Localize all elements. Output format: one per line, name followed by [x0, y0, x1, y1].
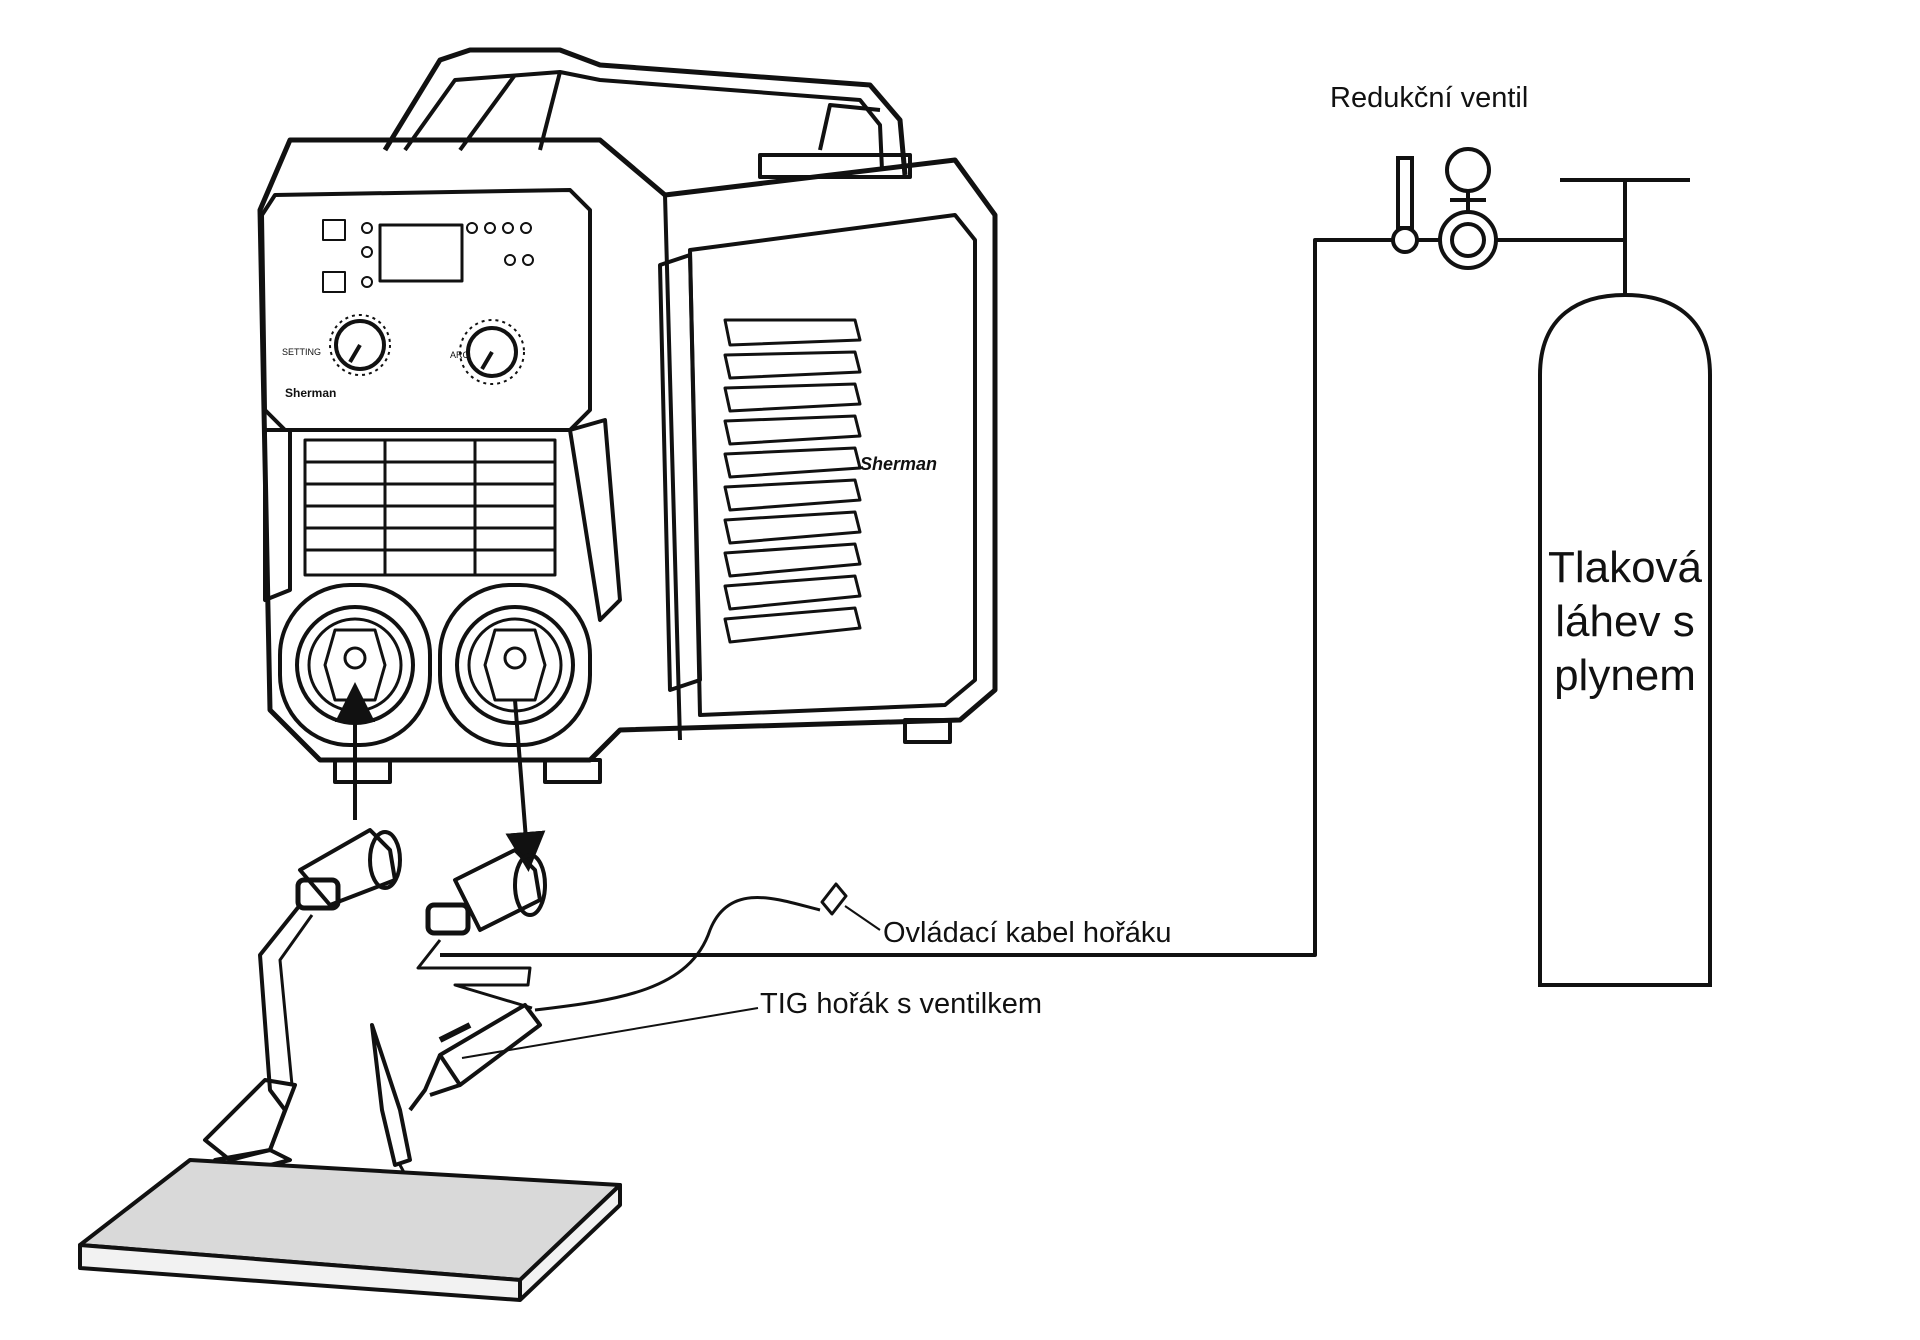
- gas-cylinder-icon: [1538, 178, 1712, 987]
- cylinder-label-line2: láhev s: [1555, 597, 1694, 646]
- front-brand: Sherman: [285, 386, 336, 400]
- knob-left-label: SETTING: [282, 347, 321, 357]
- control-cable: [534, 896, 821, 1012]
- gas-hose: [440, 238, 1405, 957]
- leader-control-cable: [844, 905, 881, 931]
- display: [378, 223, 464, 283]
- body: [257, 137, 998, 763]
- cylinder-label-line1: Tlaková: [1548, 543, 1703, 592]
- ground-cable: [258, 903, 302, 1112]
- control-cable-label: Ovládací kabel hořáku: [883, 917, 1172, 949]
- side-brand: Sherman: [860, 454, 937, 474]
- control-panel: [260, 188, 592, 432]
- torch-plug: [425, 848, 547, 936]
- front-grille: [303, 438, 557, 577]
- control-cable-plug: [820, 882, 848, 916]
- handle: [382, 47, 912, 179]
- pressure-regulator-icon: [1391, 147, 1625, 270]
- cylinder-label-line3: plynem: [1554, 651, 1696, 700]
- welder-machine: SETTING ARC Sherman: [257, 47, 998, 784]
- side-louvers: [658, 253, 862, 692]
- workpiece: [78, 1158, 622, 1302]
- setting-knob: [329, 314, 391, 376]
- arrow-from-plus-socket: [505, 699, 546, 872]
- regulator-label: Redukční ventil: [1330, 82, 1528, 114]
- ground-cable-plug: [295, 828, 402, 911]
- torch-cable: [416, 939, 533, 1010]
- tig-torch-label: TIG hořák s ventilkem: [760, 988, 1042, 1020]
- leader-tig-torch: [461, 1007, 759, 1059]
- tig-torch-icon: [370, 1003, 542, 1179]
- knob-right-label: ARC: [450, 350, 470, 360]
- arc-knob: [459, 319, 525, 385]
